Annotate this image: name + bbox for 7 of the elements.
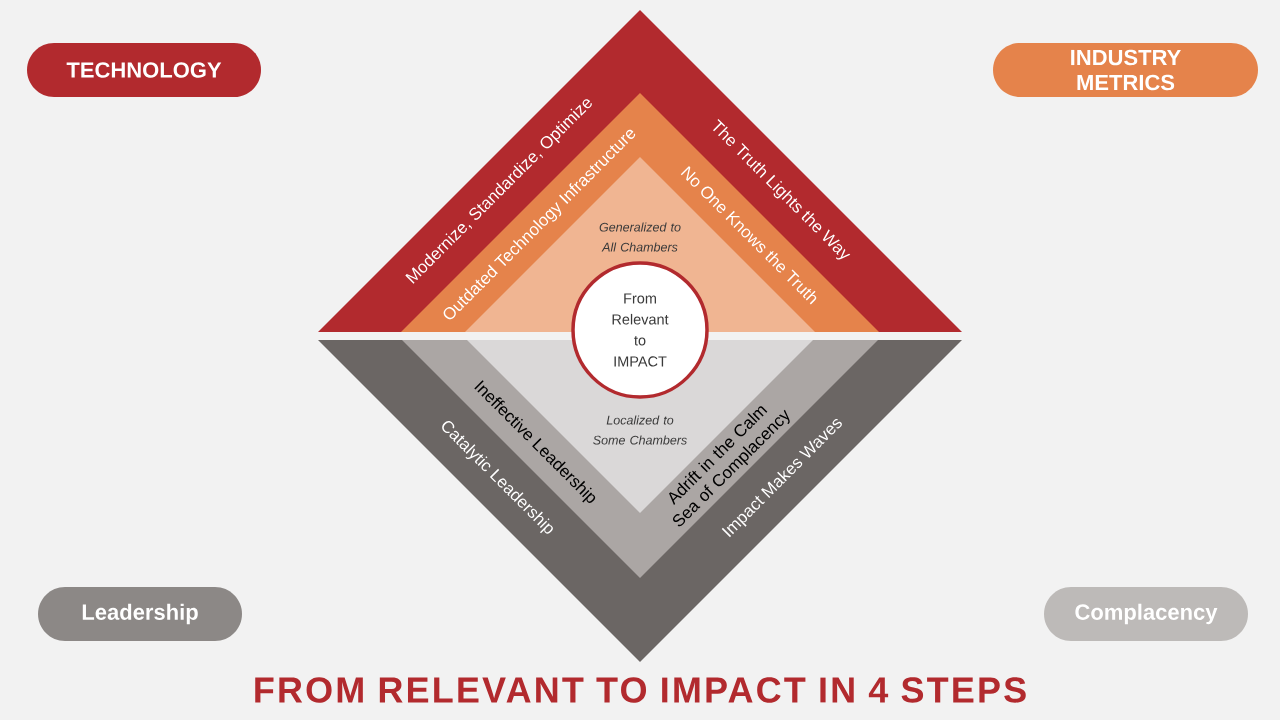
category-pill: TECHNOLOGY <box>27 43 261 97</box>
band-text: Generalized to All Chambers <box>599 222 681 252</box>
category-pill: Complacency <box>1044 587 1248 641</box>
category-pill: INDUSTRY METRICS <box>993 43 1258 97</box>
category-pill: Leadership <box>38 587 242 641</box>
slide-title: FROM RELEVANT TO IMPACT IN 4 STEPS <box>255 677 1026 703</box>
band-text: Localized to Some Chambers <box>593 415 687 445</box>
